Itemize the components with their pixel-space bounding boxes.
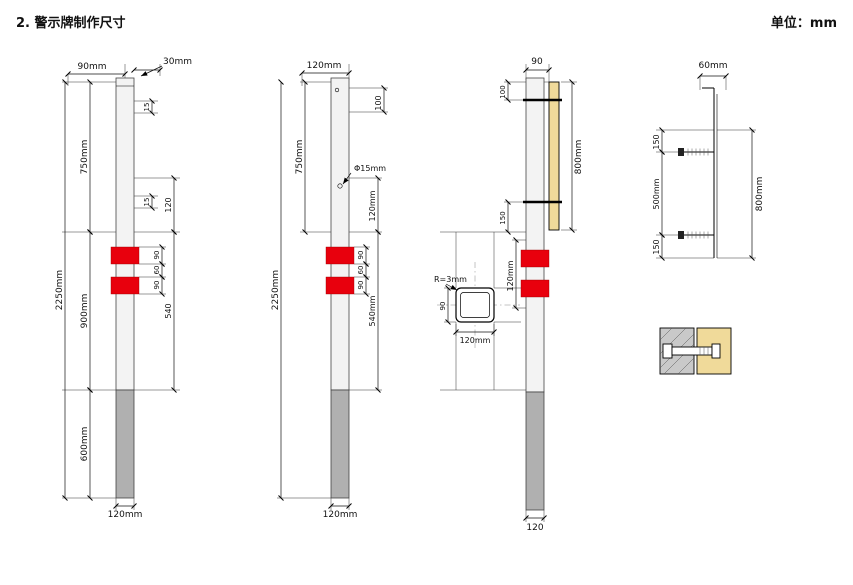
- dim-section-height: 90: [439, 302, 447, 311]
- anchor-bolt-top: [678, 148, 714, 156]
- view4-extension-lines: [656, 76, 756, 259]
- dim-post-width: 120mm: [323, 510, 358, 520]
- red-band: [325, 246, 355, 265]
- dim-top-offset: 60mm: [699, 61, 728, 71]
- red-band: [110, 246, 140, 265]
- dim-upper-section: 750mm: [80, 140, 90, 175]
- view3-post-with-signboard: 90 100 150 120mm 800mm R=3mm 90 120mm 12…: [434, 57, 584, 533]
- red-band: [110, 276, 140, 295]
- sign-board: [548, 81, 560, 231]
- dim-top-offset: 90mm: [78, 62, 107, 72]
- post-upper-outline: [115, 77, 135, 391]
- dim-board-height: 800mm: [574, 140, 584, 175]
- bolt-connection-detail: [659, 327, 732, 375]
- dim-bolt-spacing: 500mm: [652, 178, 661, 209]
- through-bolt: [662, 343, 721, 359]
- dim-top-hole-offset: 100: [374, 95, 383, 110]
- dim-band-bottom: 90: [153, 281, 161, 290]
- dim-section-width: 120mm: [460, 336, 491, 345]
- dim-bolt-bottom-offset: 150: [652, 239, 661, 254]
- dim-hole-spacing: 120: [164, 197, 173, 212]
- dim-board-height: 800mm: [755, 177, 765, 212]
- dim-board-top-offset: 100: [499, 85, 507, 98]
- post-buried-section: [525, 391, 545, 511]
- dim-band-span: 540mm: [368, 295, 377, 326]
- post-upper-outline: [330, 77, 350, 391]
- section-outer-tube: [455, 287, 495, 323]
- view2-post-elevation: 120mm 100 750mm 2250mm Φ15mm 120mm 540mm…: [271, 61, 388, 520]
- dim-band-bottom: 90: [357, 281, 365, 290]
- top-hole: [334, 87, 340, 93]
- dim-post-width: 120: [526, 523, 543, 533]
- dim-total-height: 2250mm: [271, 270, 281, 310]
- section-inner-tube: [460, 292, 490, 318]
- view4-dimension-lines: [659, 73, 755, 261]
- dim-total-height: 2250mm: [55, 270, 65, 310]
- view1-post-elevation: 90mm 30mm 15 15 750mm 2250mm 900mm 600mm…: [55, 57, 192, 520]
- dim-band-top: 90: [357, 251, 365, 260]
- dim-cap-width: 30mm: [163, 57, 192, 67]
- view4-side-profile: 60mm 150 500mm 150 800mm: [652, 61, 765, 261]
- post-upper-outline: [525, 77, 545, 393]
- page-title: 2. 警示牌制作尺寸: [16, 16, 126, 31]
- post-buried-section: [115, 389, 135, 499]
- red-band: [325, 276, 355, 295]
- dim-middle-section: 900mm: [80, 294, 90, 329]
- dim-band-top: 90: [153, 251, 161, 260]
- unit-label: 单位：mm: [770, 16, 837, 31]
- anchor-bolt-bottom: [678, 231, 714, 239]
- dim-bolt-top-offset: 150: [652, 134, 661, 149]
- dim-board-bottom-offset: 150: [499, 211, 507, 224]
- view1-dimension-lines: [62, 65, 177, 509]
- section-detail: [455, 287, 495, 323]
- view3-dimension-lines: [445, 67, 575, 521]
- hole-diameter-label: Φ15mm: [354, 164, 386, 173]
- post-buried-section: [330, 389, 350, 499]
- dim-hole-spacing: 120mm: [368, 190, 377, 221]
- bolt-hole: [337, 183, 343, 189]
- dim-buried-depth: 600mm: [80, 427, 90, 462]
- dim-upper-section: 750mm: [295, 140, 305, 175]
- dim-band-region: 120mm: [506, 260, 515, 291]
- view2-dimension-lines: [278, 70, 387, 509]
- dim-top-offset: 90: [531, 57, 543, 67]
- section-corner-radius-label: R=3mm: [434, 275, 467, 284]
- dim-band-gap: 60: [153, 266, 161, 275]
- dim-hole-inset-mid: 15: [143, 198, 151, 207]
- dim-post-width: 120mm: [108, 510, 143, 520]
- dim-band-span: 540: [164, 303, 173, 318]
- dim-band-gap: 60: [357, 266, 365, 275]
- dim-top-width: 120mm: [307, 61, 342, 71]
- dim-hole-inset-top: 15: [143, 103, 151, 112]
- red-band: [520, 279, 550, 298]
- red-band: [520, 249, 550, 268]
